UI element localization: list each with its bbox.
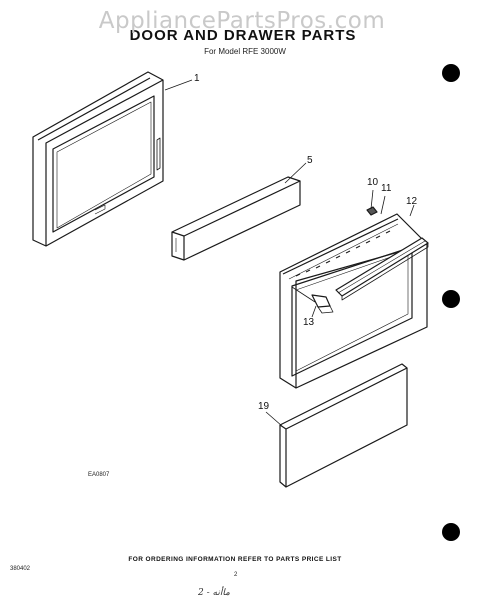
callout-19: 19 <box>258 401 270 412</box>
model-subtitle: For Model RFE 3000W <box>204 47 286 56</box>
figure-code: EA0807 <box>88 472 110 478</box>
page-code: 380402 <box>10 566 31 572</box>
part-10-11-clip <box>366 206 378 216</box>
ordering-note: FOR ORDERING INFORMATION REFER TO PARTS … <box>128 556 342 563</box>
binder-hole-top <box>442 64 460 82</box>
page-number: 2 <box>234 572 238 578</box>
binder-hole-bottom <box>442 523 460 541</box>
callout-5: 5 <box>307 155 313 166</box>
part-1-door-frame <box>32 71 164 247</box>
callout-10: 10 <box>367 177 379 188</box>
part-12-handle <box>335 237 429 301</box>
callout-13: 13 <box>303 317 315 328</box>
binder-hole-middle <box>442 290 460 308</box>
inner-door-frame <box>279 213 428 389</box>
page-title: DOOR AND DRAWER PARTS <box>129 27 357 44</box>
part-5-panel <box>171 176 301 261</box>
part-19-drawer-front <box>279 363 408 488</box>
leader-lines <box>164 79 415 427</box>
callout-11: 11 <box>381 183 392 194</box>
callout-12: 12 <box>406 196 418 207</box>
part-13-bracket <box>311 294 334 314</box>
handwritten-note: ماأنه - 2 <box>198 588 230 598</box>
callout-1: 1 <box>194 73 200 84</box>
